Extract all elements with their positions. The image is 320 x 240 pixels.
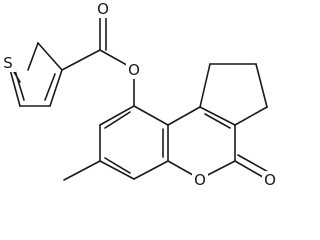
chemical-structure: S O O O O	[0, 0, 278, 189]
atom-label: S	[3, 54, 13, 72]
carbonyl-bond	[237, 154, 271, 174]
atom-sulfur: S	[0, 54, 16, 72]
bond	[133, 160, 169, 180]
methyl-bond	[63, 160, 101, 181]
bond	[99, 105, 135, 126]
bond	[255, 63, 268, 108]
bond	[44, 73, 56, 101]
benzene-ring	[99, 105, 169, 180]
ester-group	[61, 11, 135, 107]
bond	[99, 160, 135, 180]
bond	[61, 49, 101, 71]
atom-ring-oxygen: O	[192, 171, 208, 189]
atom-label: O	[264, 171, 276, 189]
cyclopentane-ring	[199, 63, 268, 126]
bond	[167, 106, 201, 126]
bond	[104, 111, 131, 129]
bond	[49, 69, 63, 107]
bond	[104, 157, 131, 174]
thiophene-ring	[7, 42, 63, 107]
atom-label: O	[97, 0, 109, 18]
bond	[133, 105, 169, 126]
atom-lactone-carbonyl-oxygen: O	[262, 171, 278, 189]
pyranone-ring	[167, 106, 236, 180]
bond	[204, 113, 231, 129]
atom-label: O	[128, 61, 140, 79]
atom-ester-carbonyl-oxygen: O	[95, 0, 111, 18]
bond	[199, 63, 211, 108]
bond	[37, 42, 63, 71]
bond	[234, 106, 268, 126]
atom-label: O	[194, 171, 206, 189]
bond	[199, 106, 236, 126]
atom-ester-oxygen: O	[126, 61, 142, 79]
bond	[27, 42, 39, 71]
